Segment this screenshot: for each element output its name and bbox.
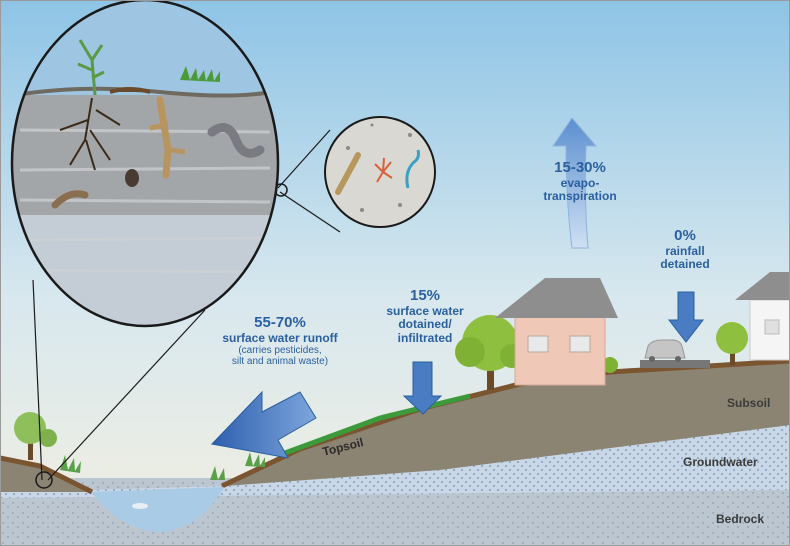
runoff-arrow [210, 390, 317, 459]
infiltrated-percent: 15% [409, 287, 441, 304]
rainfall-detained-text-1: rainfall [665, 243, 705, 258]
left-bank [0, 460, 90, 492]
infiltrated-text-2: dotained/ [398, 317, 452, 332]
fish-icon [132, 503, 148, 509]
runoff-text-1: surface water runoff [222, 330, 338, 345]
subsoil-layer [225, 362, 790, 486]
groundwater-label: Groundwater [683, 455, 758, 469]
evapotranspiration-text-2: transpiration [543, 189, 617, 204]
rainfall-arrow [667, 291, 705, 343]
rainfall-detained-label: 0% rainfall detained [640, 227, 730, 272]
rainfall-detained-percent: 0% [674, 227, 696, 244]
pond [92, 487, 224, 532]
grass-tuft [60, 455, 81, 473]
runoff-text-2: (carries pesticides, [238, 345, 322, 357]
evapotranspiration-percent: 15-30% [554, 159, 606, 176]
soil-microlife-magnifier [324, 116, 436, 228]
house-middle [495, 278, 618, 386]
evapotranspiration-text-1: evapo- [560, 175, 600, 190]
tree-left [14, 412, 46, 444]
soil-sample-marker [35, 471, 53, 489]
runoff-percent: 55-70% [254, 314, 306, 331]
car-icon [640, 339, 710, 368]
infiltration-arrow [402, 361, 443, 415]
bedrock-label: Bedrock [716, 512, 765, 526]
runoff-text-3: silt and animal waste) [231, 356, 329, 368]
evapotranspiration-label: 15-30% evapo- transpiration [520, 159, 640, 204]
topsoil-strip [284, 393, 471, 456]
infiltrated-label: 15% surface water dotained/ infiltrated [370, 287, 480, 345]
groundwater-layer [0, 420, 790, 498]
house-right [735, 272, 790, 361]
subsoil-label: Subsoil [727, 396, 771, 410]
evapotranspiration-arrow [552, 117, 598, 249]
infiltrated-text-3: infiltrated [397, 330, 453, 345]
infiltrated-text-1: surface water [386, 303, 464, 318]
tree-right [716, 322, 748, 354]
rainfall-detained-text-2: detained [660, 257, 710, 272]
runoff-label: 55-70% surface water runoff (carries pes… [200, 314, 360, 368]
